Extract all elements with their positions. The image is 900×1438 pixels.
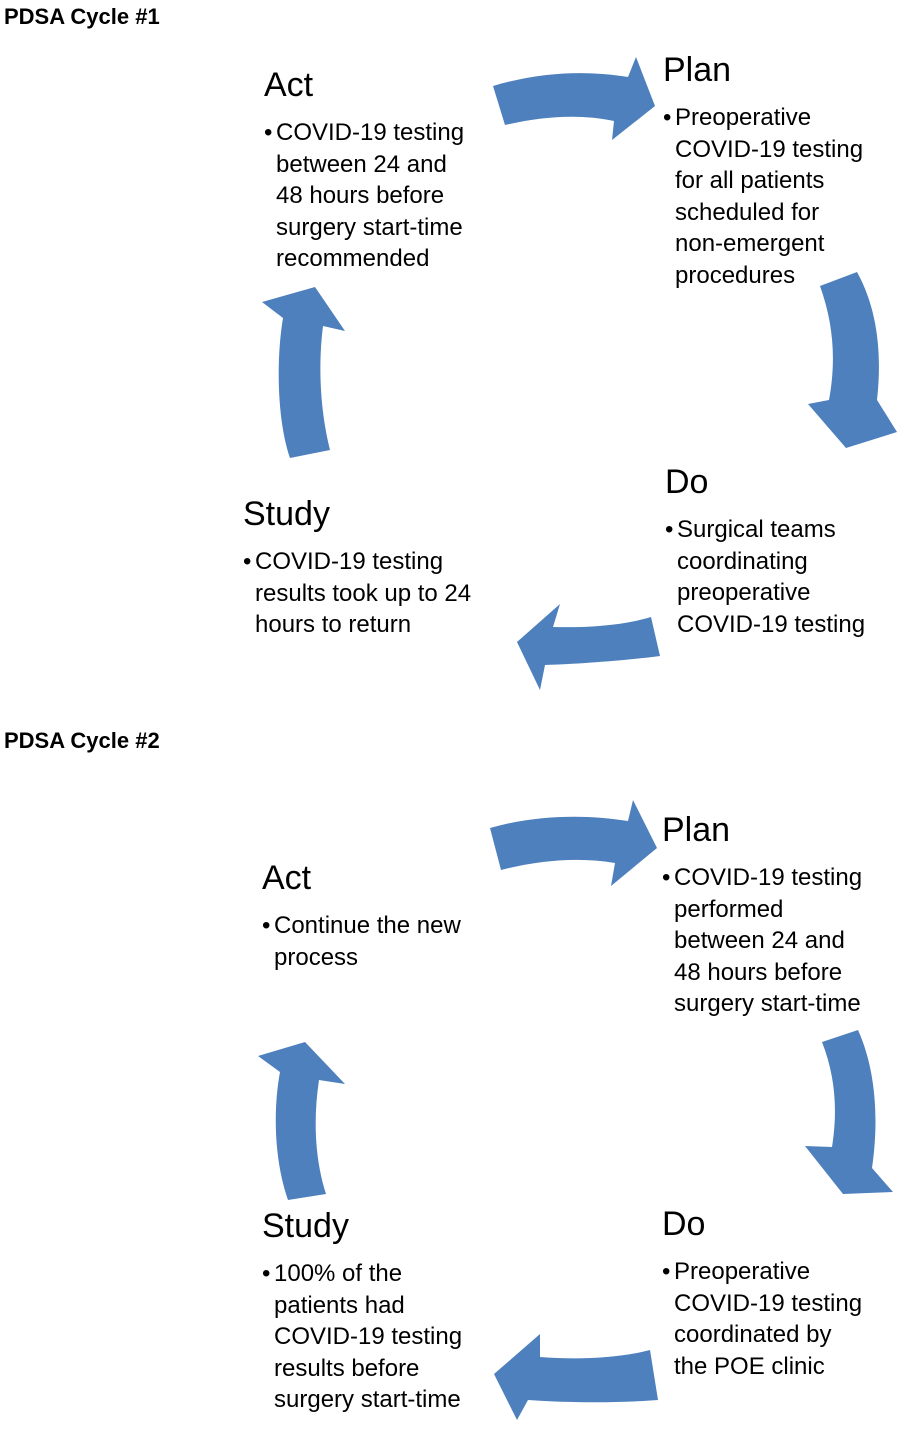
stage-heading: Act xyxy=(264,66,314,104)
pdsa-cycle-2: PDSA Cycle #2 Plan COVID-19 testing perf… xyxy=(0,720,900,1438)
stage-text: COVID-19 testing results took up to 24 h… xyxy=(243,546,513,641)
stage-act: Act COVID-19 testing between 24 and 48 h… xyxy=(264,65,494,275)
stage-plan: Plan COVID-19 testing performed between … xyxy=(662,810,896,1020)
stage-plan: Plan Preoperative COVID-19 testing for a… xyxy=(663,50,895,291)
stage-text: Preoperative COVID-19 testing for all pa… xyxy=(663,102,895,291)
curved-arrow-icon xyxy=(517,604,660,690)
curved-arrow-icon xyxy=(493,57,655,140)
stage-do: Do Surgical teams coordinating preoperat… xyxy=(665,462,897,640)
stage-do: Do Preoperative COVID-19 testing coordin… xyxy=(662,1204,896,1382)
curved-arrow-icon xyxy=(262,287,345,458)
cycle-arrows xyxy=(258,800,893,1420)
curved-arrow-icon xyxy=(490,800,657,886)
curved-arrow-icon xyxy=(494,1334,658,1420)
stage-text: COVID-19 testing performed between 24 an… xyxy=(662,862,896,1020)
stage-text: 100% of the patients had COVID-19 testin… xyxy=(262,1258,498,1416)
stage-heading: Plan xyxy=(663,51,732,89)
stage-text: Surgical teams coordinating preoperative… xyxy=(665,514,897,640)
pdsa-cycle-1: PDSA Cycle #1 Plan Preoperative COVID-19… xyxy=(0,0,900,720)
cycle-title: PDSA Cycle #1 xyxy=(4,4,160,29)
stage-act: Act Continue the new process xyxy=(262,858,498,973)
curved-arrow-icon xyxy=(805,1030,893,1194)
stage-heading: Study xyxy=(243,495,330,533)
stage-text: Preoperative COVID-19 testing coordinate… xyxy=(662,1256,896,1382)
stage-heading: Do xyxy=(665,463,709,501)
stage-heading: Act xyxy=(262,859,312,897)
stage-study: Study COVID-19 testing results took up t… xyxy=(243,494,513,641)
stage-text: Continue the new process xyxy=(262,910,498,973)
curved-arrow-icon xyxy=(258,1042,345,1200)
stage-heading: Do xyxy=(662,1205,706,1243)
cycle-title: PDSA Cycle #2 xyxy=(4,728,160,753)
stage-heading: Study xyxy=(262,1207,349,1245)
stage-heading: Plan xyxy=(662,811,731,849)
cycle-arrows xyxy=(262,57,897,690)
stage-text: COVID-19 testing between 24 and 48 hours… xyxy=(264,117,494,275)
stage-study: Study 100% of the patients had COVID-19 … xyxy=(262,1206,498,1416)
curved-arrow-icon xyxy=(808,272,897,448)
